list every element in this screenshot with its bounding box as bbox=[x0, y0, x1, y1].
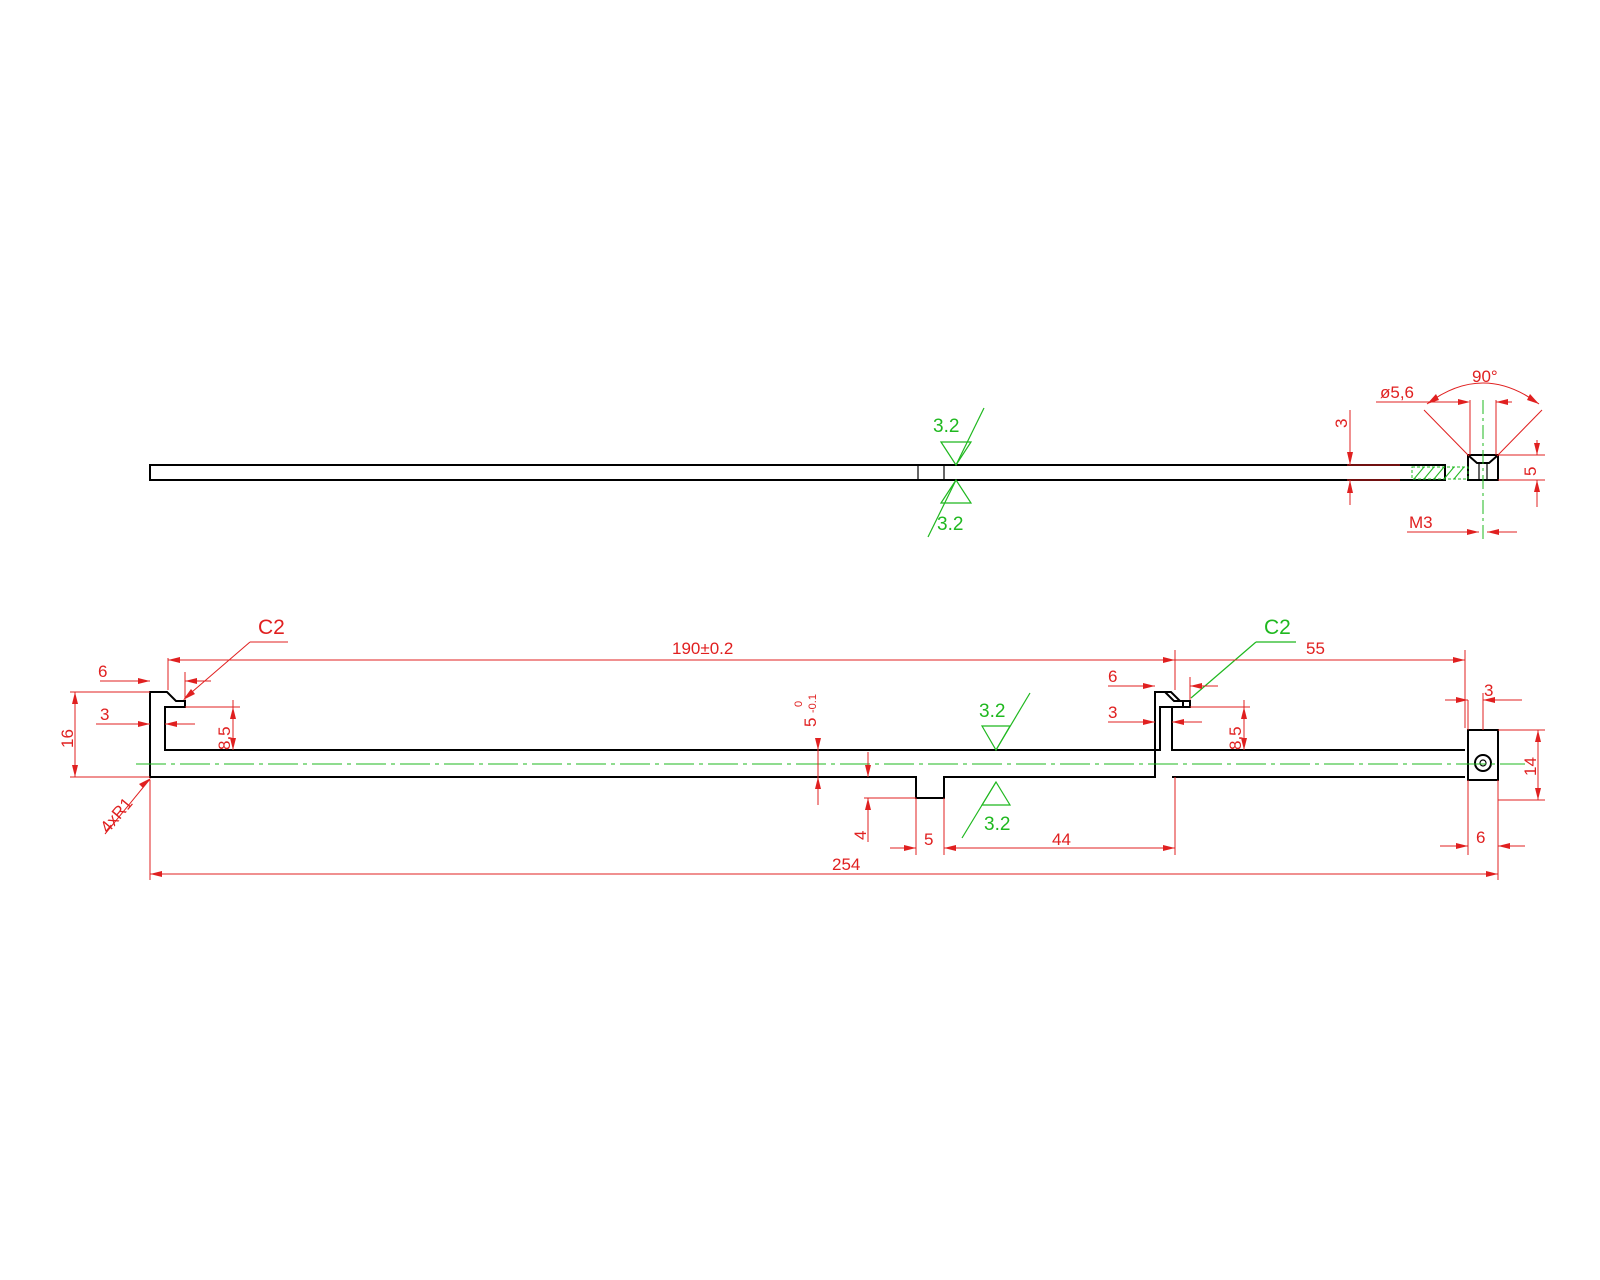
front-dim-6-left: 6 bbox=[98, 662, 211, 700]
front-dim-190: 190±0.2 bbox=[167, 639, 1176, 690]
top-dim-angle: 90° bbox=[1423, 367, 1543, 457]
front-dim-3-end: 3 bbox=[1445, 681, 1522, 730]
top-view-roughness-top: 3.2 bbox=[933, 407, 985, 467]
front-dim-14-label: 14 bbox=[1521, 757, 1540, 776]
front-view-roughness-top: 3.2 bbox=[979, 692, 1031, 752]
front-view-hole-outer bbox=[1474, 754, 1492, 772]
front-chamfer-left-label: C2 bbox=[258, 616, 285, 639]
front-dim-8-5-right: 8,5 bbox=[1190, 700, 1250, 750]
front-dim-190-label: 190±0.2 bbox=[672, 639, 733, 658]
top-roughness-top-label: 3.2 bbox=[933, 416, 959, 437]
top-dim-thread: M3 bbox=[1407, 513, 1517, 535]
front-dim-44-label: 44 bbox=[1052, 830, 1071, 849]
front-dim-254-label: 254 bbox=[832, 855, 860, 874]
front-dim-5-tol-lower: -0.1 bbox=[807, 694, 819, 713]
top-view-roughness-bottom: 3.2 bbox=[927, 478, 973, 538]
front-dim-8-5-left-label: 8,5 bbox=[215, 726, 234, 750]
front-dim-8-5-left: 8,5 bbox=[185, 700, 240, 750]
front-dim-6-right: 6 bbox=[1108, 667, 1218, 700]
front-dim-55-label: 55 bbox=[1306, 639, 1325, 658]
front-chamfer-right-label: C2 bbox=[1264, 616, 1291, 639]
front-dim-55: 55 bbox=[1175, 639, 1466, 728]
front-dim-5-slot-label: 5 bbox=[924, 830, 933, 849]
front-dim-4-label: 4 bbox=[851, 831, 870, 840]
front-dim-3-left-label: 3 bbox=[100, 705, 109, 724]
front-dim-5-tol: 5 0 -0.1 bbox=[793, 694, 821, 805]
front-dim-4xr1-label: 4xR1 bbox=[97, 794, 137, 837]
top-view: 3.2 3.2 3 5 bbox=[149, 367, 1545, 540]
front-dim-4xr1: 4xR1 bbox=[97, 778, 151, 837]
front-dim-8-5-right-label: 8,5 bbox=[1226, 726, 1245, 750]
top-dim-3: 3 bbox=[1332, 410, 1400, 505]
front-dim-6-end-label: 6 bbox=[1476, 828, 1485, 847]
front-view-hole-inner bbox=[1479, 759, 1487, 767]
front-view-roughness-bottom: 3.2 bbox=[961, 780, 1012, 839]
front-dim-254: 254 bbox=[149, 780, 1499, 880]
front-dim-3-left: 3 bbox=[96, 705, 195, 727]
front-view-right-arm bbox=[1155, 691, 1465, 778]
top-dim-angle-label: 90° bbox=[1472, 367, 1498, 386]
top-dim-thread-label: M3 bbox=[1409, 513, 1433, 532]
front-chamfer-left: C2 bbox=[183, 616, 288, 700]
front-dim-16-label: 16 bbox=[58, 729, 77, 748]
front-roughness-bottom-label: 3.2 bbox=[984, 814, 1010, 835]
front-dim-6-left-label: 6 bbox=[98, 662, 107, 681]
front-dim-3-end-label: 3 bbox=[1484, 681, 1493, 700]
top-dim-5: 5 bbox=[1498, 440, 1545, 507]
front-dim-14: 14 bbox=[1498, 729, 1545, 801]
front-dim-6-end: 6 bbox=[1440, 780, 1525, 855]
front-view-outline bbox=[149, 691, 1184, 799]
front-dim-6-right-label: 6 bbox=[1108, 667, 1117, 686]
front-dim-4: 4 bbox=[851, 752, 916, 842]
front-dim-5-tol-upper: 0 bbox=[793, 701, 805, 707]
top-roughness-bottom-label: 3.2 bbox=[937, 514, 963, 535]
front-dim-slot: 5 44 bbox=[890, 777, 1176, 855]
top-dim-diameter-label: ø5,6 bbox=[1380, 383, 1414, 402]
top-view-section-hatch bbox=[1411, 466, 1469, 480]
top-view-bar-outline bbox=[149, 464, 1446, 481]
top-dim-diameter: ø5,6 bbox=[1376, 383, 1512, 455]
top-dim-3-label: 3 bbox=[1332, 419, 1351, 428]
front-dim-3-right-label: 3 bbox=[1108, 703, 1117, 722]
front-dim-5-tol-base: 5 bbox=[801, 718, 820, 727]
top-dim-5-label: 5 bbox=[1521, 467, 1540, 476]
front-dim-3-right: 3 bbox=[1108, 703, 1202, 725]
front-view: 3.2 3.2 C2 C2 190±0.2 bbox=[58, 616, 1545, 880]
front-roughness-top-label: 3.2 bbox=[979, 701, 1005, 722]
front-dim-16: 16 bbox=[58, 691, 150, 778]
